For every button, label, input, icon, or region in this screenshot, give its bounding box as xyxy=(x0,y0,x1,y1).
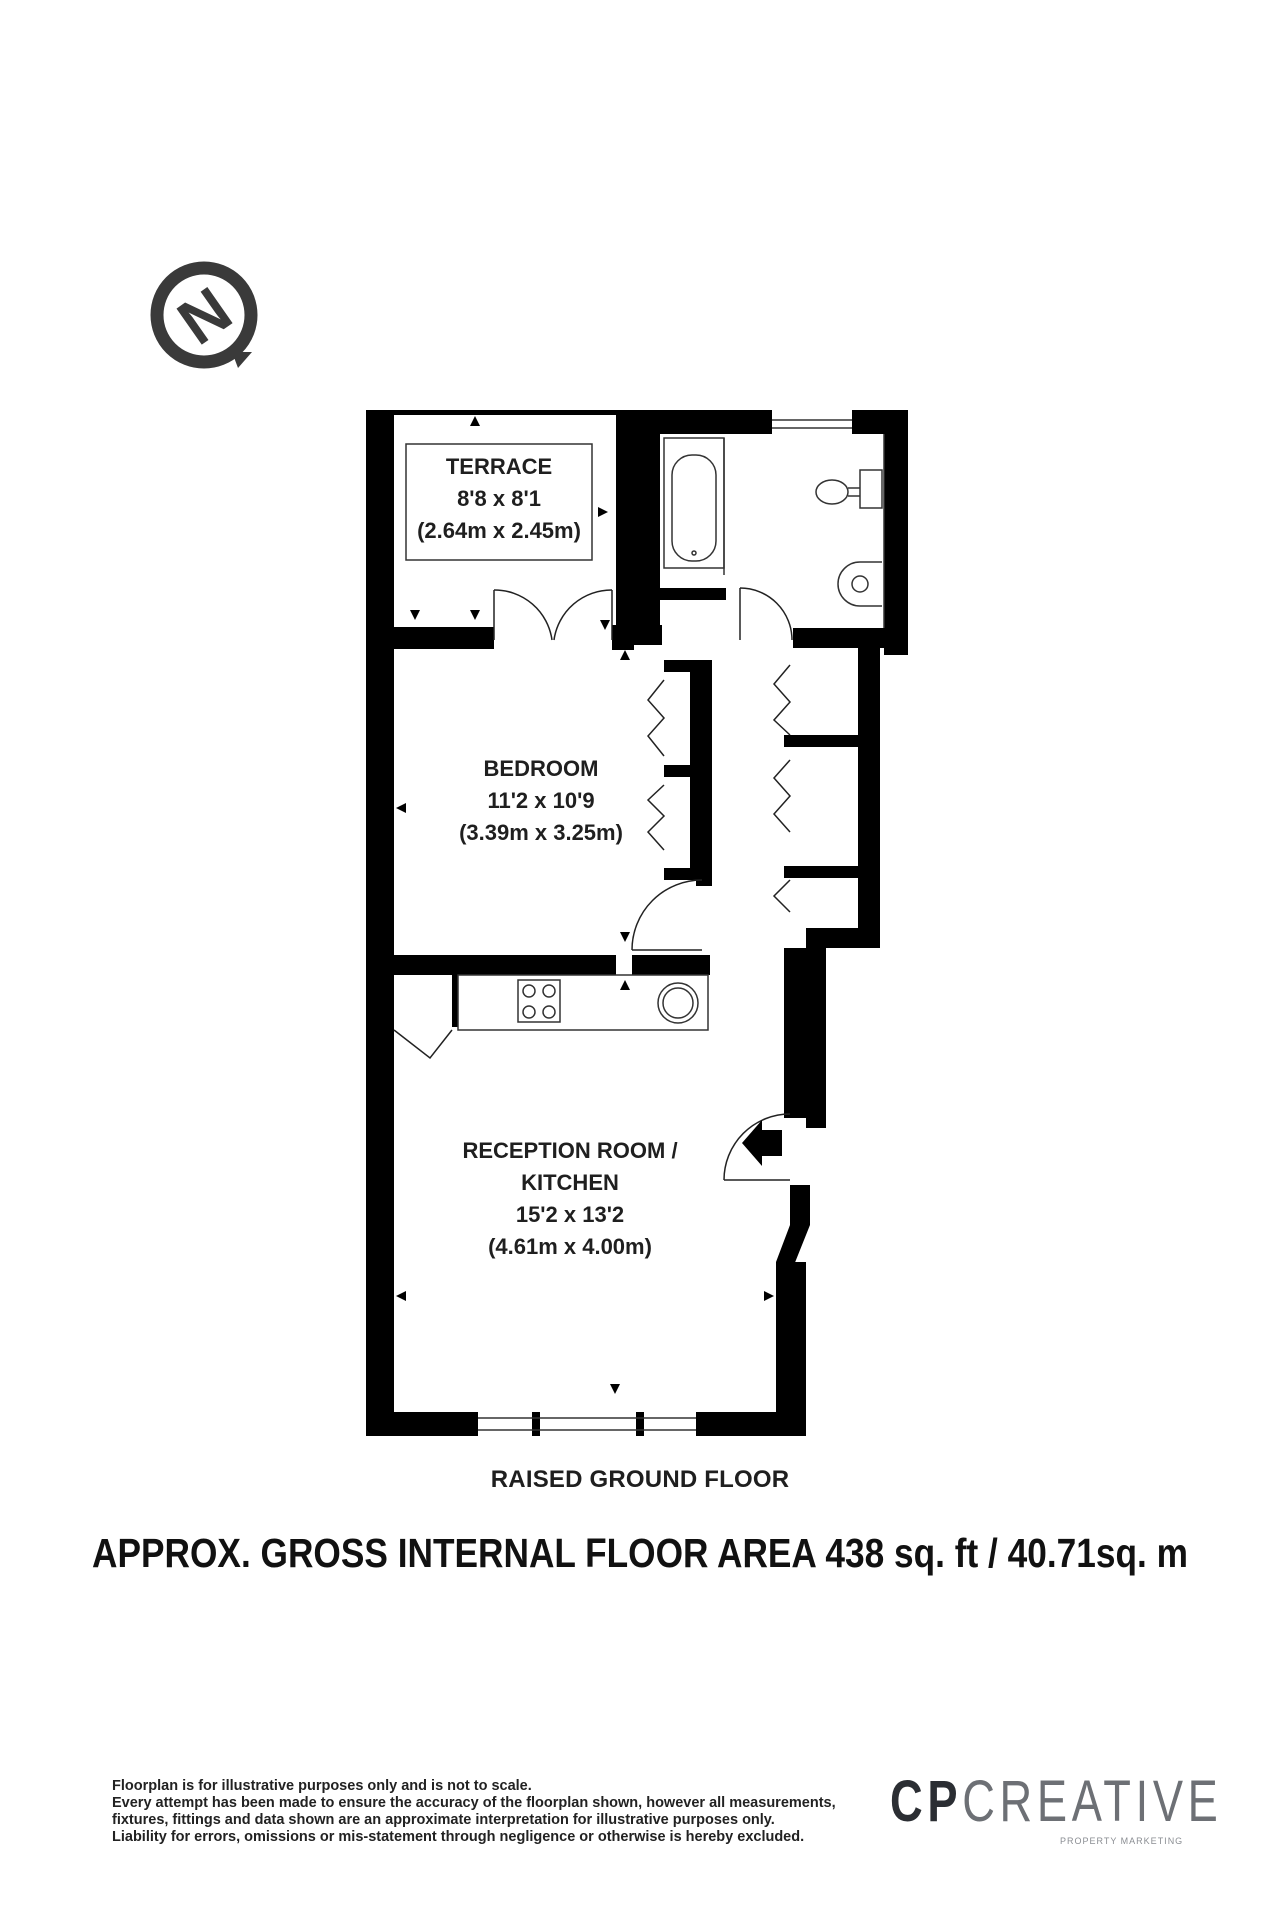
walls xyxy=(366,410,908,1436)
disclaimer-line: fixtures, fittings and data shown are an… xyxy=(112,1812,775,1828)
cupboard-doors xyxy=(646,664,792,913)
disclaimer-line: Floorplan is for illustrative purposes o… xyxy=(112,1778,532,1794)
disclaimer-line: Liability for errors, omissions or mis-s… xyxy=(112,1829,805,1845)
svg-text:KITCHEN: KITCHEN xyxy=(521,1170,619,1195)
logo-wordmark: CPCREATIVE xyxy=(890,1769,1218,1834)
north-compass-icon: N xyxy=(150,261,258,369)
svg-text:15'2 x 13'2: 15'2 x 13'2 xyxy=(516,1202,624,1227)
doors xyxy=(393,587,793,1181)
logo-creative: CREATIVE xyxy=(962,1769,1223,1834)
room-label-bedroom: BEDROOM 11'2 x 10'9 (3.39m x 3.25m) xyxy=(459,756,623,845)
svg-text:(2.64m x 2.45m): (2.64m x 2.45m) xyxy=(417,518,581,543)
company-logo: CPCREATIVE PROPERTY MARKETING xyxy=(890,1769,1218,1852)
logo-tagline: PROPERTY MARKETING xyxy=(1060,1836,1184,1846)
gross-area-text: APPROX. GROSS INTERNAL FLOOR AREA 438 sq… xyxy=(92,1530,1188,1576)
svg-text:RECEPTION ROOM /: RECEPTION ROOM / xyxy=(462,1138,677,1163)
disclaimer-line: Every attempt has been made to ensure th… xyxy=(112,1795,836,1811)
svg-text:(3.39m x 3.25m): (3.39m x 3.25m) xyxy=(459,820,623,845)
floor-label: RAISED GROUND FLOOR xyxy=(490,1466,790,1493)
svg-text:BEDROOM: BEDROOM xyxy=(484,756,599,781)
logo-cp: CP xyxy=(890,1769,963,1834)
room-label-terrace: TERRACE 8'8 x 8'1 (2.64m x 2.45m) xyxy=(417,454,581,543)
svg-text:(4.61m x 4.00m): (4.61m x 4.00m) xyxy=(488,1234,652,1259)
svg-text:11'2 x 10'9: 11'2 x 10'9 xyxy=(487,788,594,813)
svg-text:TERRACE: TERRACE xyxy=(446,454,552,479)
fixtures xyxy=(405,419,885,1431)
disclaimer: Floorplan is for illustrative purposes o… xyxy=(112,1778,872,1846)
entrance-arrow-icon xyxy=(742,1120,782,1166)
svg-text:8'8 x 8'1: 8'8 x 8'1 xyxy=(457,486,541,511)
room-label-reception: RECEPTION ROOM / KITCHEN 15'2 x 13'2 (4.… xyxy=(462,1138,677,1259)
dimension-arrows xyxy=(380,416,774,1394)
